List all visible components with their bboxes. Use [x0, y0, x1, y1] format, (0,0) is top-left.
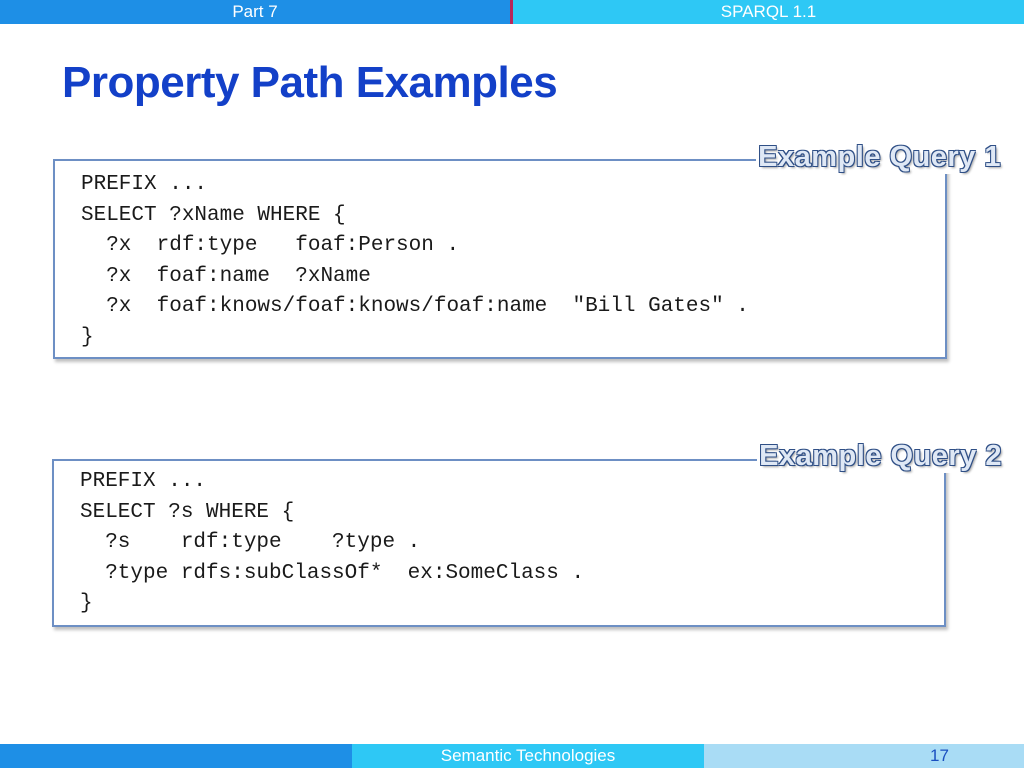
query-box-2: PREFIX ... SELECT ?s WHERE { ?s rdf:type… [52, 440, 1004, 627]
footer-course: Semantic Technologies [352, 744, 704, 768]
query-code-2: PREFIX ... SELECT ?s WHERE { ?s rdf:type… [80, 470, 585, 615]
footer-segment-left [0, 744, 352, 768]
slide-title: Property Path Examples [62, 58, 558, 107]
header-topic: SPARQL 1.1 [513, 0, 1024, 24]
query-label-2: Example Query 2 [757, 440, 1004, 473]
header-part: Part 7 [0, 0, 510, 24]
query-code-1: PREFIX ... SELECT ?xName WHERE { ?x rdf:… [81, 173, 749, 349]
query-box-1: PREFIX ... SELECT ?xName WHERE { ?x rdf:… [53, 141, 1003, 359]
header-divider [510, 0, 513, 24]
header-bar: Part 7 SPARQL 1.1 [0, 0, 1024, 24]
page-number: 17 [930, 746, 949, 765]
query-label-1: Example Query 1 [756, 141, 1003, 174]
footer-page-segment: 17 [704, 744, 1024, 768]
footer-bar: Semantic Technologies 17 [0, 744, 1024, 768]
